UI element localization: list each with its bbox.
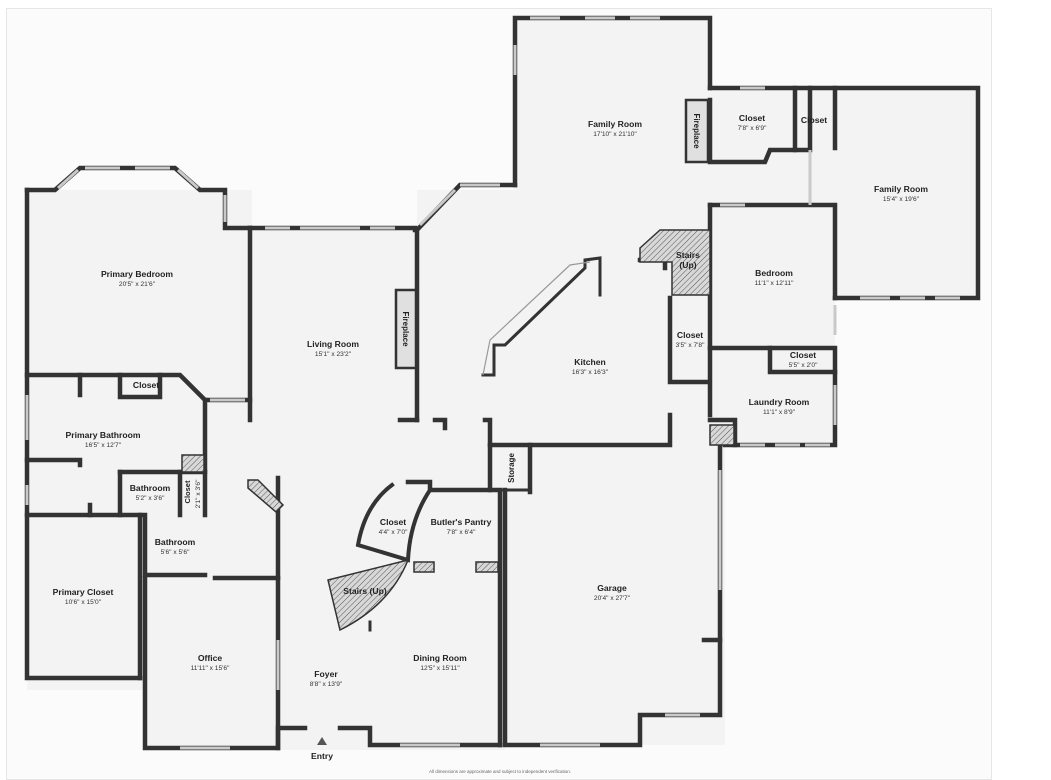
dims-closet-stairs: 4'4" x 7'0" [379,529,408,536]
label-bathroom-small: Bathroom [130,483,171,493]
label-fireplace-family: Fireplace [692,113,701,149]
label-closet-small: Closet [801,115,827,125]
dims-bedroom: 11'1" x 12'11" [755,280,795,287]
storage-box [488,443,532,492]
label-entry: Entry [311,751,333,761]
label-stairs-up-top-1: Stairs [676,250,700,260]
dims-primary-bedroom: 20'5" x 21'6" [119,281,156,288]
label-storage: Storage [507,453,516,483]
label-closet-stairs: Closet [380,517,406,527]
label-laundry-room: Laundry Room [749,397,810,407]
pantry-block-left [413,561,435,573]
hvac-block [709,424,735,446]
curved-stair-closet [355,482,433,563]
label-closet-bath-top: Closet [133,380,159,390]
dims-bathroom-lower: 5'6" x 5'6" [161,549,190,556]
label-bathroom-lower: Bathroom [155,537,196,547]
dims-closet-narrow: 2'1" x 3'6" [195,479,202,508]
room-labels: Family Room 17'10" x 21'10" Closet 7'8" … [53,113,929,688]
pantry-block-right [475,561,499,573]
label-family-room-right: Family Room [874,184,928,194]
label-stairs-up-main: Stairs (Up) [343,586,387,596]
dims-laundry-room: 11'1" x 8'9" [763,409,796,416]
entry-arrow-icon [317,737,327,745]
label-primary-bedroom: Primary Bedroom [101,269,173,279]
fireplace-family-room [684,98,710,164]
dims-kitchen: 16'3" x 16'3" [572,369,609,376]
floor-fill [27,18,978,750]
label-closet-bedroom: Closet [790,350,816,360]
dims-closet-top: 7'8" x 6'9" [738,125,767,132]
dims-primary-closet: 10'6" x 15'0" [65,599,102,606]
footnote: All dimensions are approximate and subje… [429,769,571,774]
dims-office: 11'11" x 15'6" [191,665,231,672]
dims-garage: 20'4" x 27'7" [594,595,631,602]
bath-column [181,454,205,473]
fireplace-living-room [394,288,418,370]
label-dining-room: Dining Room [413,653,467,663]
label-office: Office [198,653,223,663]
dims-butlers-pantry: 7'8" x 6'4" [447,529,476,536]
dims-primary-bathroom: 16'5" x 12'7" [85,442,122,449]
label-bedroom: Bedroom [755,268,793,278]
label-butlers-pantry: Butler's Pantry [431,517,492,527]
dims-living-room: 15'1" x 23'2" [315,351,352,358]
label-foyer: Foyer [314,669,338,679]
dims-family-room-top: 17'10" x 21'10" [593,131,637,138]
foyer-column [247,479,285,514]
label-living-room: Living Room [307,339,359,349]
stairs-up-top-shape [639,229,711,296]
label-garage: Garage [597,583,627,593]
dims-closet-bedroom: 5'5" x 2'0" [789,362,818,369]
dims-family-room-right: 15'4" x 19'6" [883,196,920,203]
label-fireplace-living: Fireplace [401,311,410,347]
label-closet-narrow: Closet [183,480,192,503]
label-closet-kitchen: Closet [677,330,703,340]
kitchen-island [481,256,602,377]
label-closet-top: Closet [739,113,765,123]
label-stairs-up-top-2: (Up) [679,260,696,270]
dims-closet-kitchen: 3'5" x 7'8" [676,342,705,349]
label-family-room-top: Family Room [588,119,642,129]
curved-stairs-up [327,558,410,632]
label-primary-bathroom: Primary Bathroom [66,430,141,440]
label-kitchen: Kitchen [574,357,606,367]
windows [25,16,960,750]
label-primary-closet: Primary Closet [53,587,114,597]
dims-bathroom-small: 5'2" x 3'6" [136,495,165,502]
dims-dining-room: 12'5" x 15'11" [420,665,460,672]
dims-foyer: 8'8" x 13'9" [310,681,343,688]
